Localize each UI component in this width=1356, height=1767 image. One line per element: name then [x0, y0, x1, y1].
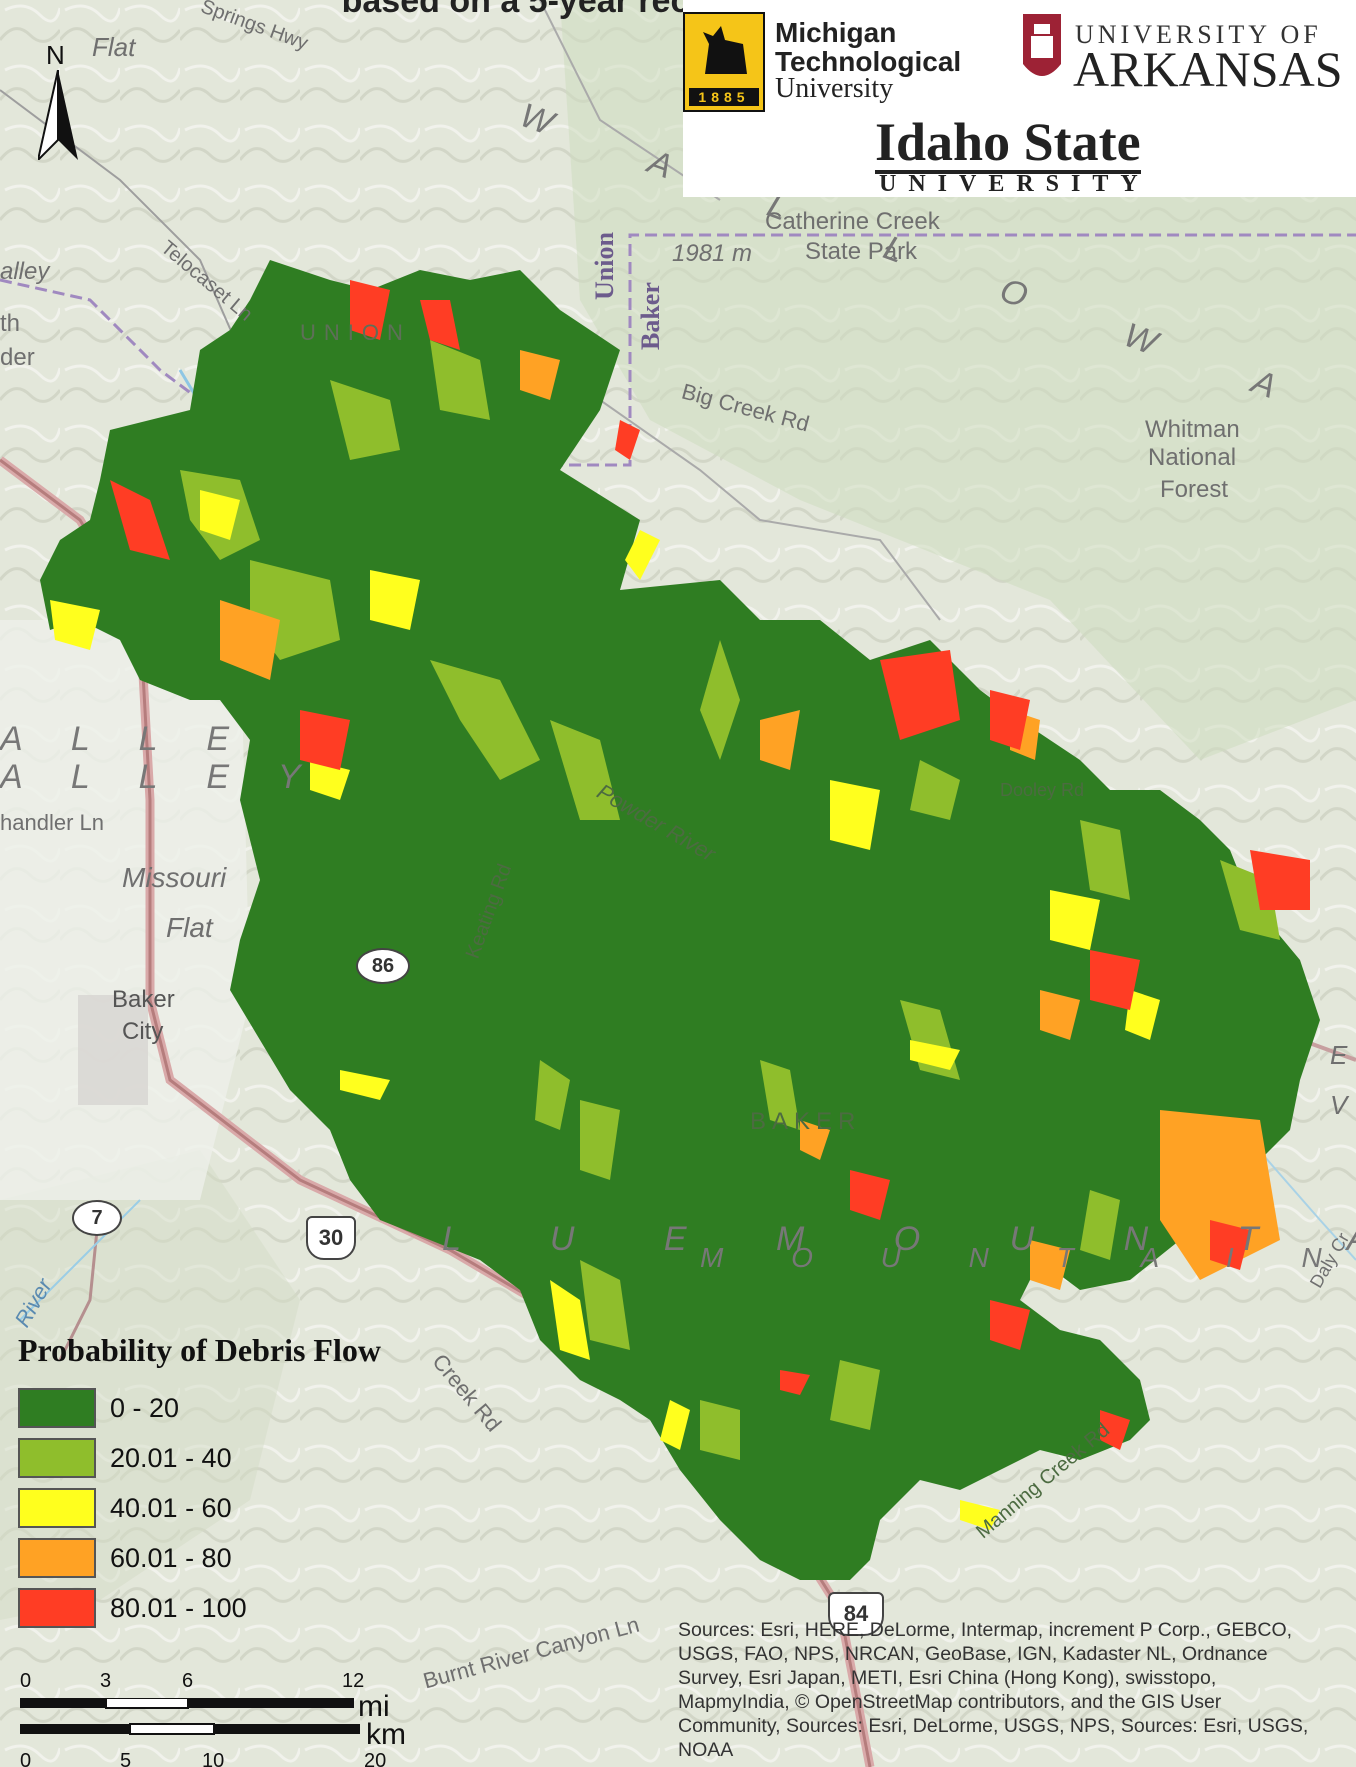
label-forest: Forest: [1160, 476, 1229, 503]
legend-label: 40.01 - 60: [110, 1492, 232, 1523]
scale-mi-12: 12: [342, 1670, 365, 1692]
scale-bars-graphic: [20, 1698, 360, 1735]
mtu-logo: 1885: [683, 12, 765, 112]
scale-km-0: 0: [20, 1750, 32, 1767]
class-60-80-patches: [220, 350, 1280, 1290]
label-e-edge: E: [1330, 1040, 1348, 1070]
label-flat-2: Flat: [166, 912, 213, 943]
debris-flow-region: [40, 260, 1320, 1580]
scale-mi-3: 3: [100, 1670, 112, 1692]
label-blue-mountains-2: M O U N T A I N: [700, 1242, 1352, 1273]
attribution-text: Sources: Esri, HERE, DeLorme, Intermap, …: [678, 1619, 1309, 1761]
legend-item: 80.01 - 100: [18, 1583, 458, 1633]
label-city: City: [122, 1018, 164, 1045]
label-valley: alley: [0, 258, 50, 285]
arkansas-seal-icon: [1023, 14, 1061, 76]
scale-km-20: 20: [364, 1750, 387, 1767]
isu-name-2: UNIVERSITY: [879, 171, 1150, 197]
label-alley-1: A L L E: [0, 720, 250, 758]
valley-area: [0, 620, 250, 1200]
uark-name-2: ARKANSAS: [1073, 41, 1343, 97]
label-chandler: handler Ln: [0, 810, 104, 835]
legend-swatch: [18, 1588, 96, 1628]
river: [1249, 1139, 1356, 1261]
legend-item: 40.01 - 60: [18, 1483, 458, 1533]
label-whitman: Whitman: [1145, 416, 1240, 443]
legend-label: 20.01 - 40: [110, 1442, 232, 1473]
scale-mi-0: 0: [20, 1670, 32, 1692]
label-elevation: 1981 m: [672, 240, 753, 267]
interstate-84-shield: 84: [828, 1592, 884, 1636]
north-arrow: N: [38, 40, 78, 160]
scale-km-unit: km: [366, 1718, 406, 1751]
legend-swatch: [18, 1488, 96, 1528]
legend-swatch: [18, 1388, 96, 1428]
road: [599, 399, 941, 621]
husky-icon: [703, 26, 747, 74]
scale-mi-6: 6: [182, 1670, 194, 1692]
mtu-name-3: University: [775, 73, 894, 104]
scale-km-10: 10: [202, 1750, 225, 1767]
legend-label: 60.01 - 80: [110, 1542, 232, 1573]
scale-mi-unit: mi: [358, 1690, 390, 1723]
legend-label: 0 - 20: [110, 1392, 180, 1423]
label-baker: Baker: [112, 986, 175, 1013]
baker-city-area: [78, 995, 148, 1105]
legend-items: 0 - 20 20.01 - 40 40.01 - 60 60.01 - 80 …: [18, 1383, 458, 1633]
label-missouri: Missouri: [122, 862, 227, 893]
label-union-county: Union: [590, 232, 619, 300]
highway-7-shield: 7: [72, 1200, 122, 1236]
mtu-name-1: Michigan: [775, 17, 897, 48]
scale-km-5: 5: [120, 1750, 132, 1767]
road: [539, 0, 721, 201]
label-union-faint: UNION: [300, 320, 411, 345]
isu-name-1: Idaho State: [875, 112, 1141, 174]
legend-title: Probability of Debris Flow: [18, 1332, 381, 1368]
class-80-100-patches: [110, 280, 1310, 1450]
legend-swatch: [18, 1538, 96, 1578]
label-catherine-creek: Catherine Creek: [765, 208, 940, 235]
mtu-year: 1885: [689, 88, 759, 106]
north-arrow-icon: [38, 70, 78, 160]
legend-item: 20.01 - 40: [18, 1433, 458, 1483]
legend-item: 60.01 - 80: [18, 1533, 458, 1583]
scale-bar: 0 3 6 12 mi km 0 5 10 20: [20, 1670, 420, 1767]
legend-item: 0 - 20: [18, 1383, 458, 1433]
north-label: N: [46, 40, 65, 70]
label-national: National: [1148, 444, 1237, 471]
legend-label: 80.01 - 100: [110, 1592, 247, 1623]
arkansas-logo: [1021, 12, 1063, 88]
label-baker-faint: BAKER: [750, 1108, 862, 1135]
label-th: th: [0, 310, 21, 337]
label-dooley: Dooley Rd: [1000, 780, 1085, 800]
mtu-name-2: Technological: [775, 46, 962, 77]
label-v-edge: V: [1330, 1090, 1348, 1120]
label-alley-2: A L L E Y: [0, 758, 321, 796]
label-der: der: [0, 344, 35, 371]
logo-panel: 1885 Michigan Technological University U…: [683, 0, 1356, 197]
label-blue-mountains: B L U E M O U N T A I: [330, 1220, 1356, 1258]
label-state-park: State Park: [805, 238, 918, 265]
label-baker-county: Baker: [636, 282, 665, 350]
uark-name-1: UNIVERSITY OF: [1075, 20, 1322, 49]
legend: Probability of Debris Flow 0 - 20 20.01 …: [18, 1332, 458, 1633]
us-30-shield: 30: [306, 1216, 356, 1260]
label-flat: Flat: [92, 32, 136, 62]
highway-86-shield: 86: [356, 948, 410, 984]
legend-swatch: [18, 1438, 96, 1478]
